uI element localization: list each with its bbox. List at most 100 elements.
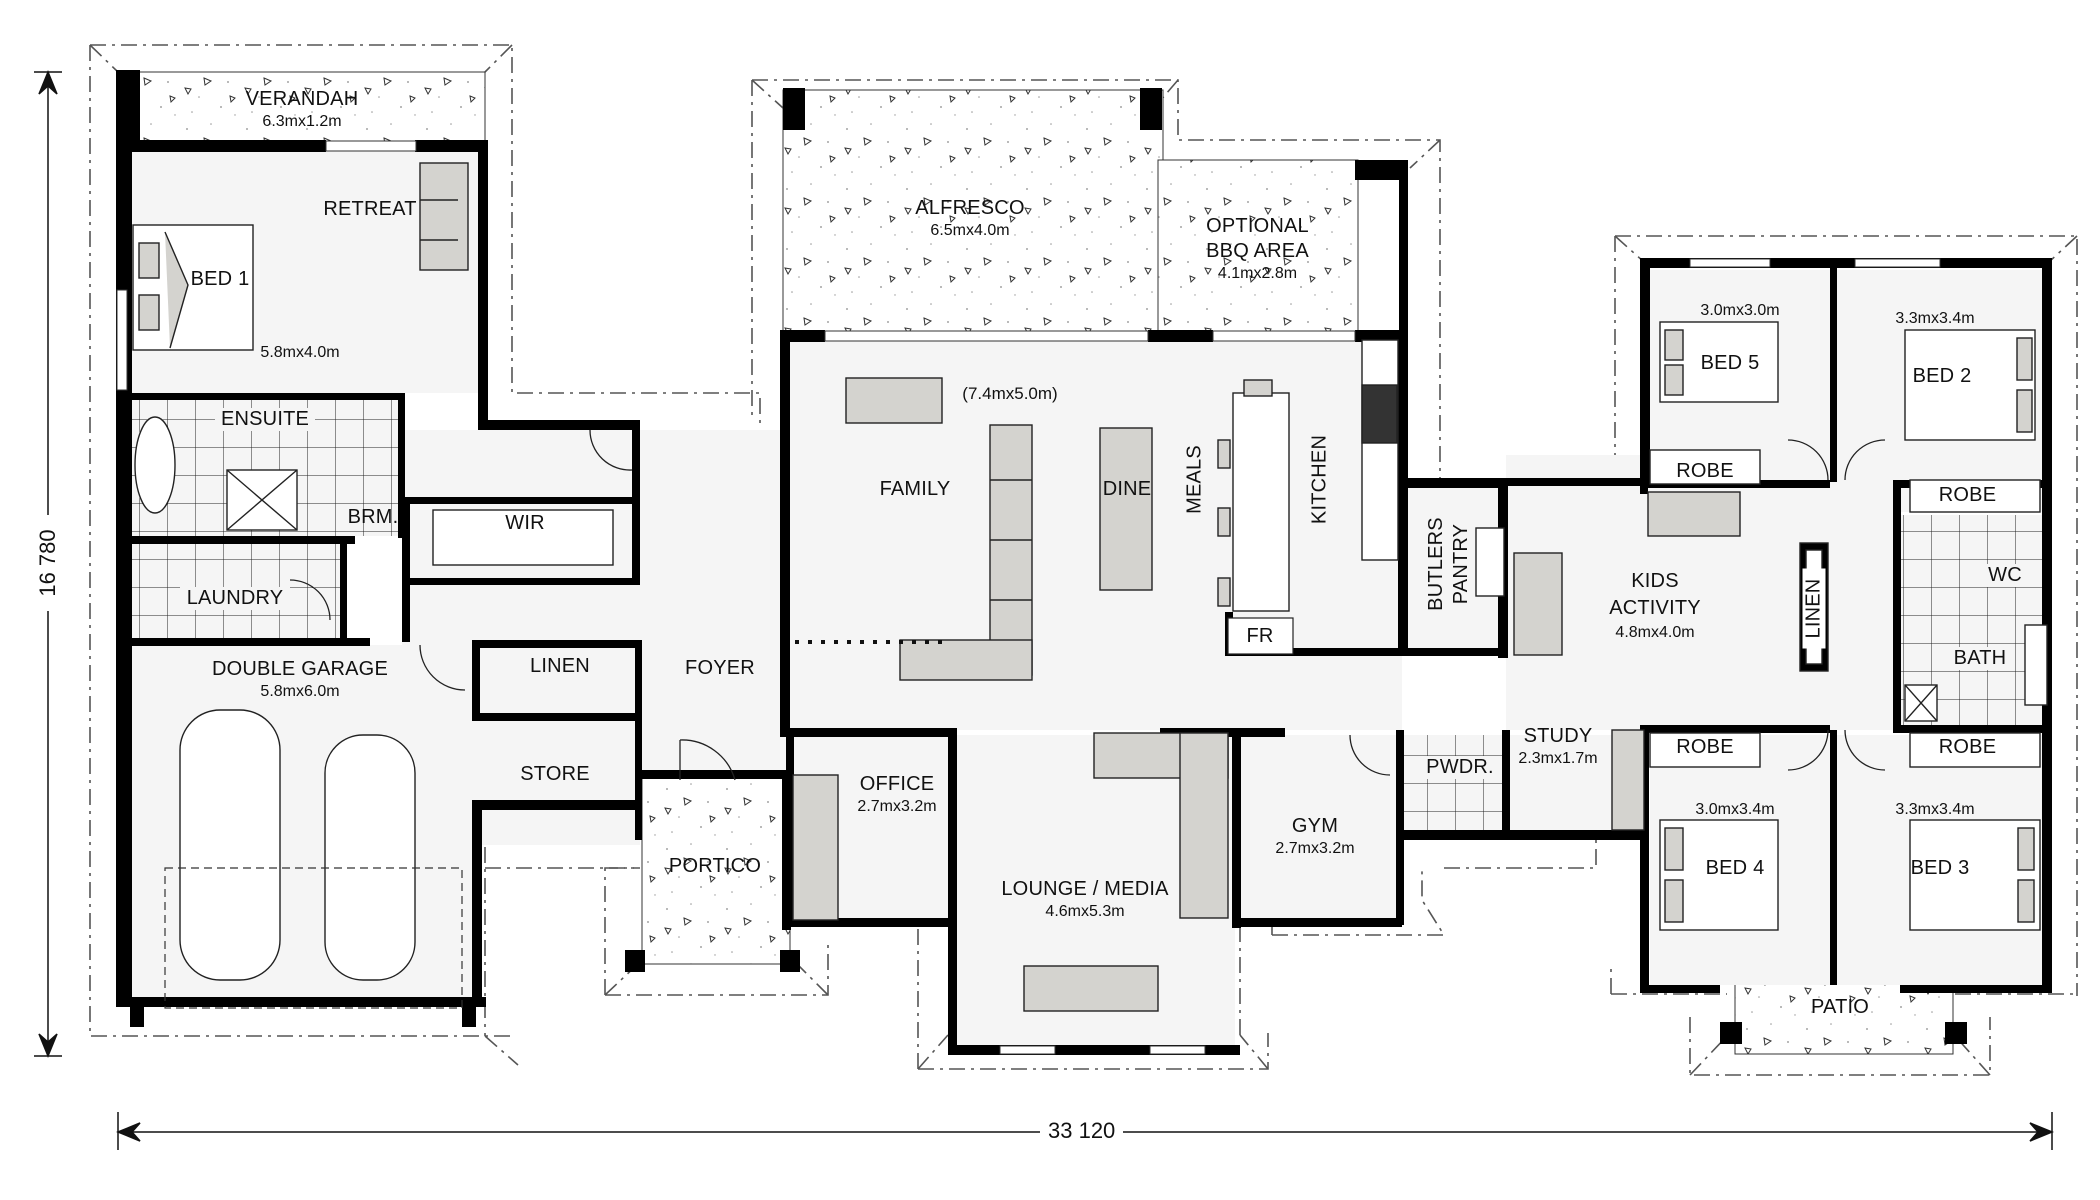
verandah-slab: [129, 71, 486, 146]
room-name: KITCHEN: [1308, 434, 1331, 525]
room-name: ALFRESCO: [915, 197, 1025, 219]
room-store: STORE: [515, 763, 595, 786]
room-name: BATH: [1953, 647, 2007, 669]
room-wc: WC: [1985, 564, 2025, 587]
room-verandah: VERANDAH 6.3mx1.2m: [222, 88, 382, 131]
room-name: GYM: [1291, 815, 1339, 837]
room-name: STORE: [520, 763, 590, 785]
room-name: LINEN: [530, 655, 590, 677]
room-bed1: BED 1: [185, 268, 255, 291]
room-family-size: (7.4mx5.0m): [950, 380, 1070, 404]
room-name: STUDY: [1523, 725, 1593, 747]
room-name: BED 3: [1910, 857, 1970, 879]
room-size: 6.3mx1.2m: [262, 113, 342, 130]
room-name: OFFICE: [859, 773, 935, 795]
room-name: LOUNGE / MEDIA: [1001, 878, 1169, 900]
room-bed1-size: 5.8mx4.0m: [245, 340, 355, 362]
room-name: ROBE: [1676, 736, 1734, 758]
room-size: 2.7mx3.2m: [1275, 840, 1355, 857]
room-name: ENSUITE: [220, 408, 310, 430]
room-alfresco: ALFRESCO 6.5mx4.0m: [895, 197, 1045, 240]
room-size: 2.7mx3.2m: [857, 798, 937, 815]
room-name: ROBE: [1938, 484, 1997, 506]
room-gym: GYM 2.7mx3.2m: [1260, 815, 1370, 858]
furniture: [132, 162, 2048, 1012]
room-family: FAMILY: [870, 478, 960, 501]
room-bed3-size: 3.3mx3.4m: [1880, 797, 1990, 819]
room-kitchen: KITCHEN: [1309, 430, 1332, 530]
room-name: ROBE: [1938, 736, 1997, 758]
room-meals: MEALS: [1184, 440, 1207, 520]
room-size: 4.6mx5.3m: [1045, 903, 1125, 920]
room-name-line2: ACTIVITY: [1609, 597, 1701, 619]
dimension-width: 33 120: [1040, 1118, 1124, 1144]
room-size: 3.3mx3.4m: [1895, 801, 1975, 818]
door-swings: [289, 429, 1886, 781]
room-patio: PATIO: [1805, 996, 1875, 1019]
room-office: OFFICE 2.7mx3.2m: [842, 773, 952, 816]
room-bed4: BED 4: [1700, 857, 1770, 880]
room-name: LINEN: [1802, 568, 1826, 649]
room-dine: DINE: [1092, 478, 1162, 501]
room-pwdr: PWDR.: [1425, 756, 1495, 779]
room-size: 3.0mx3.4m: [1695, 801, 1775, 818]
room-name: VERANDAH: [245, 88, 359, 110]
room-bed2-size: 3.3mx3.4m: [1880, 306, 1990, 328]
room-name-line1: KIDS: [1631, 570, 1679, 592]
room-name: WC: [1988, 564, 2022, 586]
bbq-slab: [1157, 159, 1359, 336]
room-kids-activity: KIDS ACTIVITY 4.8mx4.0m: [1595, 570, 1715, 642]
room-name: ROBE: [1676, 460, 1734, 482]
dimension-depth: 16 780: [35, 515, 61, 611]
room-name: RETREAT: [323, 198, 417, 220]
patio-slab: [1734, 983, 1954, 1055]
room-robe-bed4: ROBE: [1670, 736, 1740, 759]
room-robe-bed5: ROBE: [1670, 460, 1740, 483]
room-name-line1: OPTIONAL: [1206, 215, 1309, 237]
room-size: 5.8mx6.0m: [260, 683, 340, 700]
room-bed5: BED 5: [1695, 352, 1765, 375]
room-double-garage: DOUBLE GARAGE 5.8mx6.0m: [200, 658, 400, 701]
room-name: DOUBLE GARAGE: [212, 658, 388, 680]
room-name: MEALS: [1183, 445, 1206, 514]
room-wir: WIR: [490, 512, 560, 535]
room-name: BRM.: [347, 506, 399, 528]
room-bbq: OPTIONAL BBQ AREA 4.1mx2.8m: [1190, 215, 1325, 283]
room-name: BED 4: [1705, 857, 1765, 879]
room-name: BED 2: [1912, 365, 1972, 387]
room-name: PWDR.: [1426, 756, 1494, 778]
room-name: FAMILY: [879, 478, 951, 500]
room-name: BED 1: [190, 268, 250, 290]
room-name: DINE: [1102, 478, 1152, 500]
room-ensuite: ENSUITE: [215, 408, 315, 431]
room-butlers-pantry: BUTLERS PANTRY: [1425, 509, 1473, 619]
room-study: STUDY 2.3mx1.7m: [1508, 725, 1608, 768]
room-retreat: RETREAT: [310, 198, 430, 221]
room-bed4-size: 3.0mx3.4m: [1680, 797, 1790, 819]
room-lounge-media: LOUNGE / MEDIA 4.6mx5.3m: [995, 878, 1175, 921]
room-portico: PORTICO: [665, 855, 765, 878]
room-size: 4.1mx2.8m: [1217, 265, 1298, 282]
windows: [116, 140, 1941, 1055]
room-name: LAUNDRY: [186, 587, 284, 609]
room-name: PATIO: [1810, 996, 1870, 1018]
room-name-line2: BBQ AREA: [1206, 240, 1309, 262]
room-bath: BATH: [1950, 647, 2010, 670]
room-name: PORTICO: [668, 855, 762, 877]
room-robe-bed3: ROBE: [1930, 736, 2005, 759]
room-fridge: FR: [1240, 625, 1280, 648]
room-size: 5.8mx4.0m: [260, 344, 340, 361]
room-laundry: LAUNDRY: [180, 587, 290, 610]
room-bed5-size: 3.0mx3.0m: [1685, 298, 1795, 320]
room-linen-right: LINEN: [1802, 568, 1826, 649]
room-robe-bed2: ROBE: [1930, 484, 2005, 507]
portico-slab: [641, 776, 791, 965]
room-bed3: BED 3: [1905, 857, 1975, 880]
room-size: 3.3mx3.4m: [1895, 310, 1975, 327]
room-brm: BRM.: [345, 506, 401, 529]
room-size: 6.5mx4.0m: [930, 222, 1010, 239]
room-bed2: BED 2: [1907, 365, 1977, 388]
room-size: 2.3mx1.7m: [1518, 750, 1598, 767]
